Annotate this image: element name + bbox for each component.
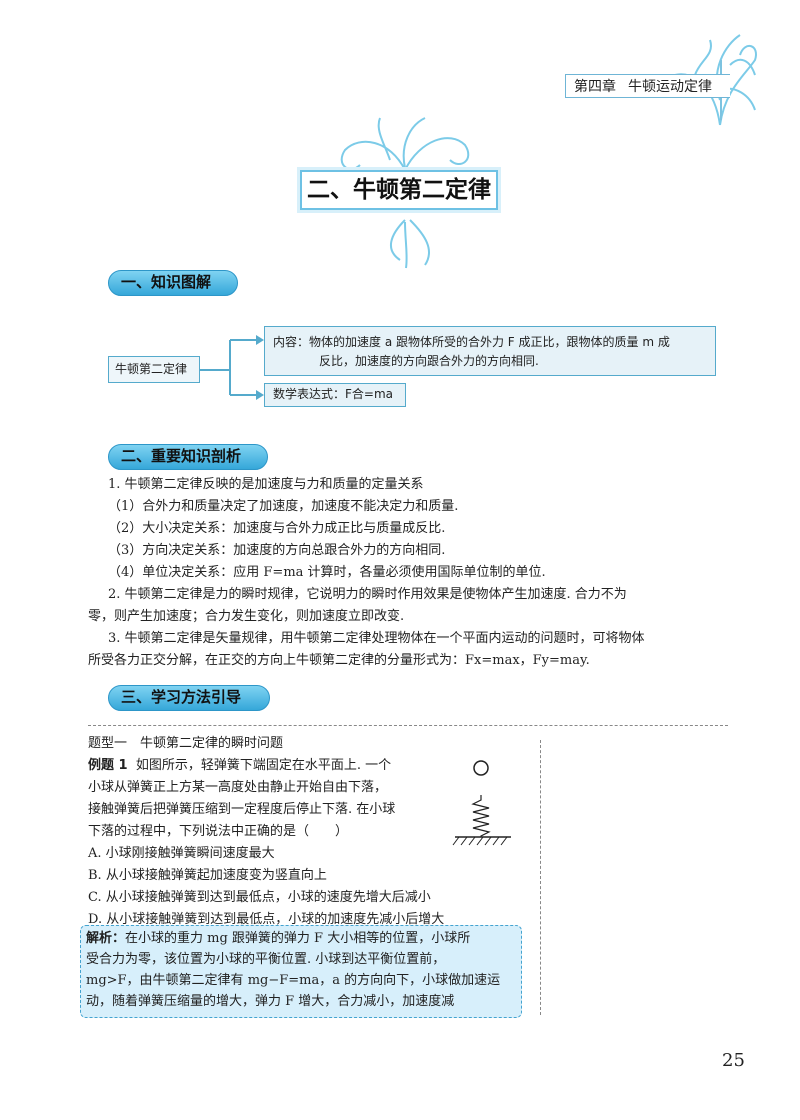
diagram-content-box: 内容：物体的加速度 a 跟物体所受的合外力 F 成正比，跟物体的质量 m 成 反…: [264, 326, 716, 376]
title-flourish-icon: [340, 117, 470, 269]
example-q1: 如图所示，轻弹簧下端固定在水平面上. 一个: [135, 758, 392, 773]
analysis-para-1-3: （3）方向决定关系：加速度的方向总跟合外力的方向相同.: [108, 543, 446, 558]
section-heading-key-analysis: 二、重要知识剖析: [108, 444, 268, 470]
solution-l1: 在小球的重力 mg 跟弹簧的弹力 F 大小相等的位置，小球所: [125, 931, 471, 946]
dashed-vertical-divider: [540, 740, 541, 1015]
page-number: 25: [722, 1050, 745, 1071]
content-line-2: 反比，加速度的方向跟合外力的方向相同.: [319, 354, 539, 368]
solution-line-1: 解析：在小球的重力 mg 跟弹簧的弹力 F 大小相等的位置，小球所: [81, 926, 521, 949]
analysis-para-1-1: （1）合外力和质量决定了加速度，加速度不能决定力和质量.: [108, 499, 459, 514]
chapter-number: 第四章: [574, 79, 616, 95]
analysis-para-1-2: （2）大小决定关系：加速度与合外力成正比与质量成反比.: [108, 521, 446, 536]
spring-ball-figure: [452, 760, 511, 846]
example-question-line-1: 例题 1 如图所示，轻弹簧下端固定在水平面上. 一个: [88, 755, 391, 777]
analysis-para-2a: 2. 牛顿第二定律是力的瞬时规律，它说明力的瞬时作用效果是使物体产生加速度. 合…: [108, 587, 627, 602]
solution-label: 解析：: [86, 931, 126, 946]
diagram-root-box: 牛顿第二定律: [108, 356, 200, 383]
option-a: A. 小球刚接触弹簧瞬间速度最大: [88, 846, 275, 861]
solution-line-3: mg>F，由牛顿第二定律有 mg−F=ma，a 的方向向下，小球做加速运: [86, 973, 501, 988]
analysis-para-2b: 零，则产生加速度；合力发生变化，则加速度立即改变.: [88, 609, 405, 624]
option-c: C. 从小球接触弹簧到达到最低点，小球的速度先增大后减小: [88, 890, 431, 905]
content-line-1: 内容：物体的加速度 a 跟物体所受的合外力 F 成正比，跟物体的质量 m 成: [273, 335, 670, 349]
example-question-line-3: 接触弹簧后把弹簧压缩到一定程度后停止下落. 在小球: [88, 802, 396, 817]
example-label: 例题 1: [88, 758, 128, 773]
example-type-label: 题型一 牛顿第二定律的瞬时问题: [88, 736, 284, 751]
solution-box: 解析：在小球的重力 mg 跟弹簧的弹力 F 大小相等的位置，小球所 受合力为零，…: [80, 925, 522, 1018]
example-question-line-4: 下落的过程中，下列说法中正确的是（ ）: [88, 824, 349, 839]
section-heading-knowledge-map: 一、知识图解: [108, 270, 238, 296]
solution-line-4: 动，随着弹簧压缩量的增大，弹力 F 增大，合力减小，加速度减: [86, 994, 455, 1009]
dashed-divider: [88, 725, 728, 726]
example-question-line-2: 小球从弹簧正上方某一高度处由静止开始自由下落，: [88, 780, 388, 795]
solution-line-2: 受合力为零，该位置为小球的平衡位置. 小球到达平衡位置前，: [86, 952, 446, 967]
analysis-para-3b: 所受各力正交分解，在正交的方向上牛顿第二定律的分量形式为：Fx=max，Fy=m…: [88, 653, 590, 668]
analysis-para-3a: 3. 牛顿第二定律是矢量规律，用牛顿第二定律处理物体在一个平面内运动的问题时，可…: [108, 631, 645, 646]
analysis-para-1-4: （4）单位决定关系：应用 F=ma 计算时，各量必须使用国际单位制的单位.: [108, 565, 546, 580]
option-b: B. 从小球接触弹簧起加速度变为竖直向上: [88, 868, 327, 883]
page-title: 二、牛顿第二定律: [300, 170, 498, 210]
section-heading-method-guide: 三、学习方法引导: [108, 685, 270, 711]
chapter-name: 牛顿运动定律: [628, 79, 712, 95]
diagram-formula-box: 数学表达式：F合=ma: [264, 383, 406, 407]
chapter-header: 第四章牛顿运动定律: [565, 74, 730, 98]
option-d: D. 从小球接触弹簧到达到最低点，小球的加速度先减小后增大: [88, 912, 445, 927]
diagram-connector: [200, 335, 264, 400]
analysis-para-1: 1. 牛顿第二定律反映的是加速度与力和质量的定量关系: [108, 477, 424, 492]
